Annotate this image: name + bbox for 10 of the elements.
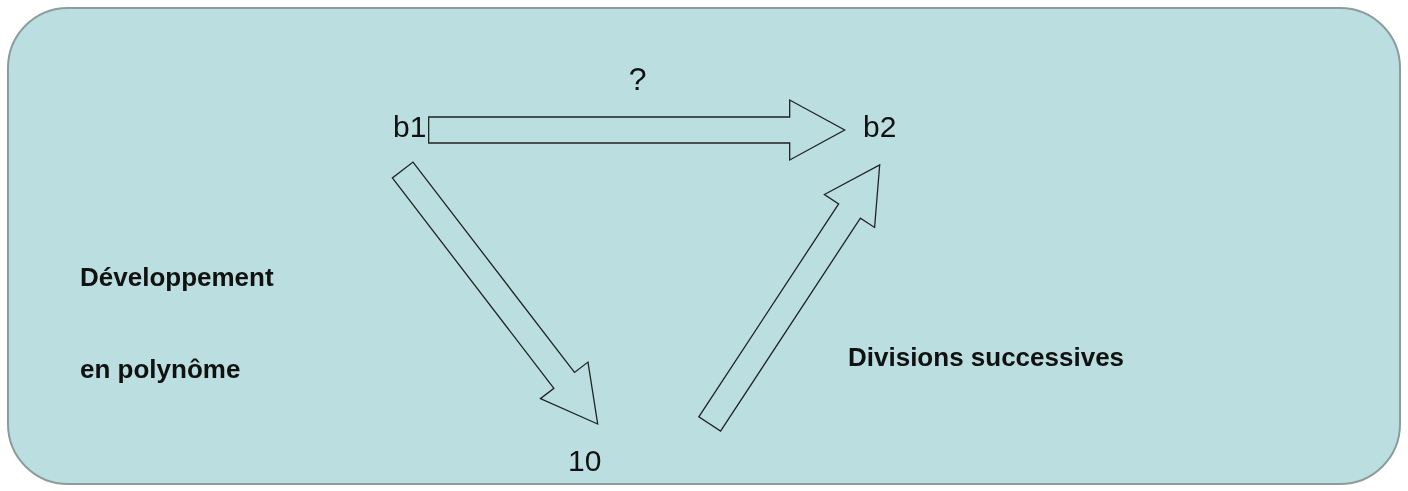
block-arrow — [391, 161, 599, 426]
text-label: en polynôme — [80, 354, 241, 385]
edge-label: ? — [628, 60, 647, 99]
node-label: 10 — [568, 446, 602, 476]
node-label: b1 — [393, 112, 427, 142]
text-label: Développement — [80, 262, 274, 293]
text-label: Divisions successives — [848, 342, 1125, 373]
block-arrow — [697, 163, 881, 433]
node-label: b2 — [863, 112, 897, 142]
block-arrow — [428, 98, 847, 162]
